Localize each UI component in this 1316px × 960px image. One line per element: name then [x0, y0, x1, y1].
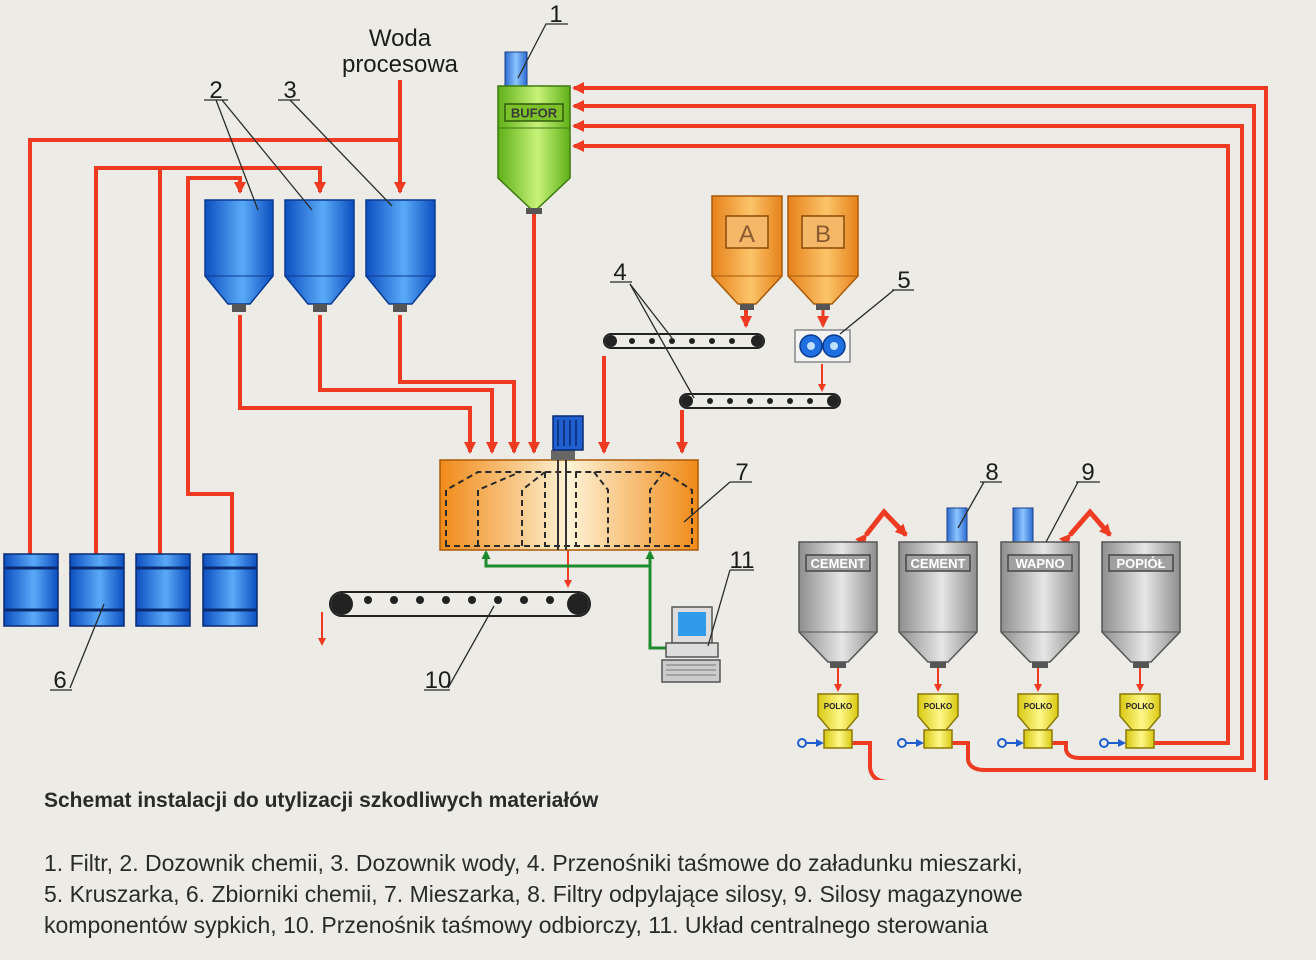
silo-cement-1: CEMENT: [798, 541, 878, 668]
feeder-4-label: POLKO: [1126, 702, 1154, 711]
bufor-label: BUFOR: [511, 106, 558, 121]
conveyor-output: [329, 591, 591, 617]
feeder-3: POLKO: [997, 693, 1059, 749]
chemical-tank-3: [135, 553, 191, 627]
conveyor-upper: [603, 333, 765, 349]
label-4: 4: [613, 259, 626, 286]
silos: CEMENT CEMENT WAPNO POPIÓŁ: [798, 507, 1181, 668]
conveyor-lower: [679, 393, 841, 409]
filter-bufor: BUFOR: [497, 51, 571, 214]
label-3: 3: [283, 77, 296, 104]
water-label-line2: procesowa: [342, 51, 459, 78]
control-lines: [481, 550, 672, 650]
label-11: 11: [730, 547, 755, 574]
thin-arrows: [318, 364, 1144, 692]
caption-legend: 1. Filtr, 2. Dozownik chemii, 3. Dozowni…: [44, 848, 1294, 941]
chemical-dispenser-2: [284, 199, 355, 312]
chemical-tank-4: [202, 553, 258, 627]
mixer-motor: [551, 415, 584, 460]
chemical-tank-1: [3, 553, 59, 627]
chemical-dispenser-1: [204, 199, 274, 312]
number-labels: 1 2 3 4 5 6 7 8 9 10 11 Woda procesowa: [53, 1, 1094, 694]
label-8: 8: [985, 459, 998, 486]
silo-cement-2: CEMENT: [898, 507, 978, 668]
silo-3-label: WAPNO: [1015, 556, 1064, 571]
label-7: 7: [735, 459, 748, 486]
feeder-4: POLKO: [1099, 693, 1161, 749]
crusher: [794, 329, 851, 363]
hoppers: A B: [711, 195, 859, 328]
silo-ash: POPIÓŁ: [1101, 541, 1181, 668]
caption-title: Schemat instalacji do utylizacji szkodli…: [44, 789, 599, 812]
label-9: 9: [1081, 459, 1094, 486]
hopper-a: A: [711, 195, 783, 310]
feeder-2: POLKO: [897, 693, 959, 749]
silo-4-label: POPIÓŁ: [1116, 556, 1165, 571]
caption-line-1: 1. Filtr, 2. Dozownik chemii, 3. Dozowni…: [44, 850, 1023, 876]
feeder-3-label: POLKO: [1024, 702, 1052, 711]
feeder-1: POLKO: [797, 693, 859, 749]
caption-line-3: komponentów sypkich, 10. Przenośnik taśm…: [44, 912, 988, 938]
feeders: POLKO POLKO POLKO POLKO: [797, 693, 1161, 749]
silo-lime: WAPNO: [1000, 507, 1080, 668]
label-5: 5: [897, 267, 910, 294]
chemical-tanks: [3, 553, 258, 627]
pipes: [28, 80, 1268, 780]
mixer: [439, 458, 699, 551]
label-2: 2: [209, 77, 222, 104]
feeder-2-label: POLKO: [924, 702, 952, 711]
dispensers: [204, 199, 436, 312]
control-computer: [661, 606, 721, 683]
hopper-a-label: A: [739, 221, 755, 248]
label-10: 10: [425, 667, 452, 694]
caption-line-2: 5. Kruszarka, 6. Zbiorniki chemii, 7. Mi…: [44, 881, 1023, 907]
water-label-line1: Woda: [369, 25, 432, 52]
leader-lines: [50, 23, 1100, 691]
hopper-b-label: B: [815, 221, 831, 248]
feeder-1-label: POLKO: [824, 702, 852, 711]
silo-1-label: CEMENT: [811, 556, 866, 571]
label-1: 1: [549, 1, 562, 28]
water-dispenser: [365, 199, 436, 312]
chemical-tank-2: [69, 553, 125, 627]
vent-arrows: [855, 508, 1112, 547]
hopper-b: B: [787, 195, 859, 310]
silo-2-label: CEMENT: [911, 556, 966, 571]
process-diagram: BUFOR A B: [3, 1, 1268, 780]
label-6: 6: [53, 667, 66, 694]
